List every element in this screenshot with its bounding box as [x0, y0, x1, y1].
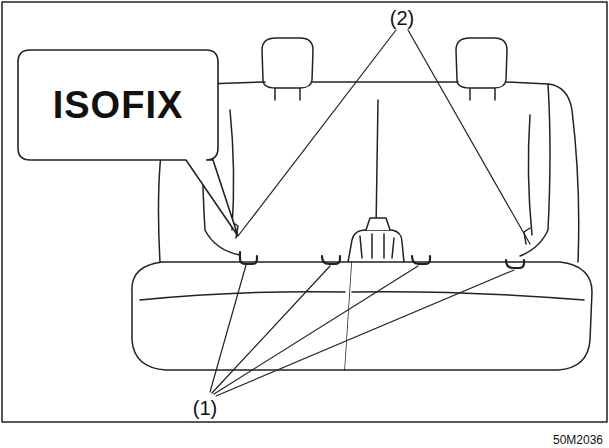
callout-box: ISOFIX — [18, 50, 218, 160]
callout-border — [18, 50, 238, 236]
callout-text: ISOFIX — [53, 84, 184, 127]
callout-number: (1) — [193, 398, 217, 418]
seat-belt-buckle — [348, 218, 404, 262]
seat-cushion — [132, 262, 592, 370]
figure-frame — [2, 2, 607, 422]
figure-code: 50M2036 — [553, 434, 603, 446]
callout-number: (2) — [390, 8, 414, 28]
leader-line — [210, 30, 530, 396]
headrest — [262, 38, 507, 100]
isofix-anchor — [240, 252, 524, 268]
seat-backrest — [159, 82, 579, 262]
